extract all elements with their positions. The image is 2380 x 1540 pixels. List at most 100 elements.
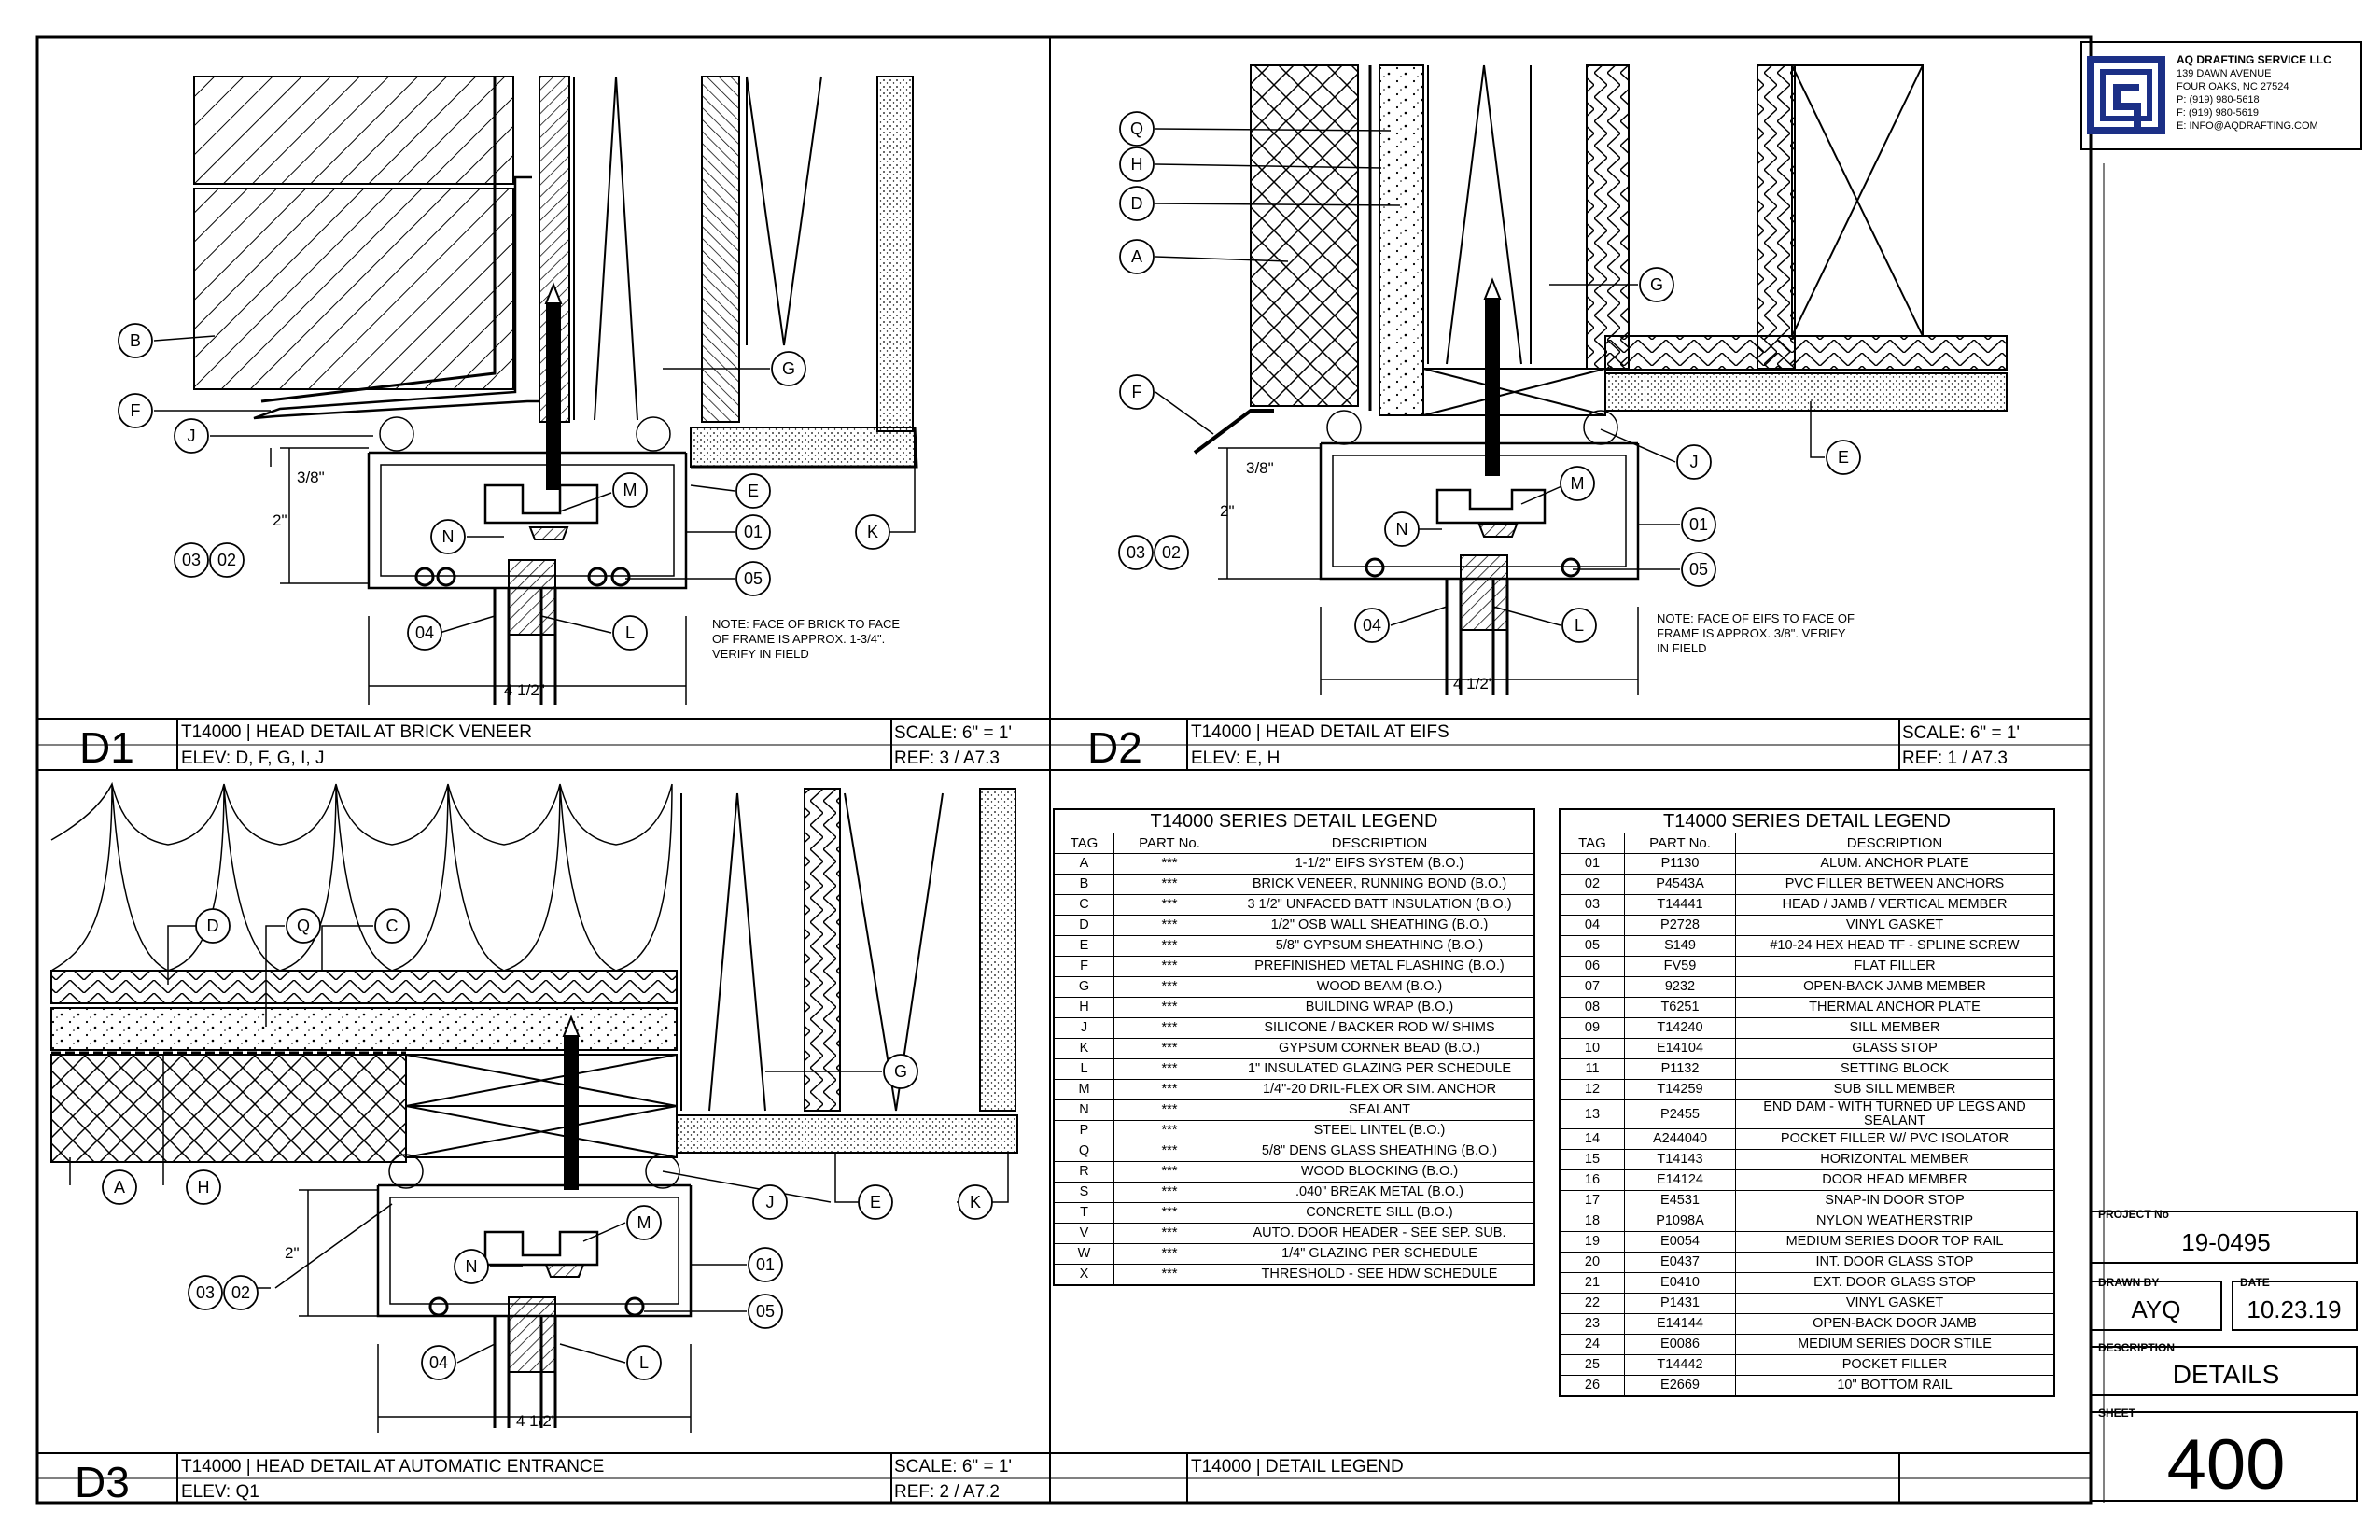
svg-text:M: M (623, 481, 637, 499)
legend-cell-tag: 15 (1560, 1149, 1625, 1171)
d3-osb-herring (50, 970, 678, 1004)
legend-cell-tag: J (1054, 1017, 1114, 1039)
svg-text:H: H (198, 1178, 210, 1197)
legend-cell-tag: 17 (1560, 1190, 1625, 1212)
legend-cell-desc: AUTO. DOOR HEADER - SEE SEP. SUB. (1225, 1223, 1534, 1244)
legend-cell-part: *** (1113, 956, 1225, 977)
legend-cell-tag: 22 (1560, 1293, 1625, 1315)
svg-text:05: 05 (744, 569, 763, 588)
d1-flashing (253, 175, 539, 420)
legend-cell-desc: VINYL GASKET (1735, 915, 2054, 936)
legend-cell-desc: 1/2" OSB WALL SHEATHING (B.O.) (1225, 915, 1534, 936)
detail-id-d3: D3 (75, 1458, 130, 1506)
legend-cell-desc: THRESHOLD - SEE HDW SCHEDULE (1225, 1264, 1534, 1285)
legend-right-header-tag: TAG (1560, 833, 1625, 854)
d2-dim-lines (1218, 447, 1639, 695)
legend-row: B***BRICK VENEER, RUNNING BOND (B.O.) (1054, 874, 1534, 895)
d3-wood-beam-g (680, 792, 766, 1112)
detail-title-d2: T14000 | HEAD DETAIL AT EIFS (1191, 722, 1449, 742)
legend-cell-tag: 05 (1560, 935, 1625, 957)
legend-cell-desc: MEDIUM SERIES DOOR TOP RAIL (1735, 1231, 2054, 1253)
legend-cell-tag: 04 (1560, 915, 1625, 936)
d1-corner-bead (691, 427, 918, 469)
legend-right-header-part: PART No. (1624, 833, 1736, 854)
legend-cell-part: E0086 (1624, 1334, 1736, 1356)
legend-cell-tag: 12 (1560, 1079, 1625, 1100)
legend-cell-desc: THERMAL ANCHOR PLATE (1735, 997, 2054, 1018)
d1-dim-lines (270, 447, 687, 705)
legend-cell-tag: S (1054, 1182, 1114, 1203)
legend-cell-desc: GYPSUM CORNER BEAD (B.O.) (1225, 1038, 1534, 1059)
svg-text:01: 01 (1689, 515, 1708, 534)
legend-cell-desc: WOOD BEAM (B.O.) (1225, 976, 1534, 998)
legend-cell-desc: POCKET FILLER (1735, 1354, 2054, 1377)
svg-text:G: G (894, 1062, 907, 1081)
svg-text:A: A (114, 1178, 125, 1197)
tag-q-d3: Q (286, 908, 321, 944)
legend-left-header-part: PART No. (1113, 833, 1225, 854)
legend-cell-part: *** (1113, 1243, 1225, 1265)
legend-row: A***1-1/2" EIFS SYSTEM (B.O.) (1054, 853, 1534, 875)
tag-02-d1: 02 (209, 542, 245, 578)
d3-leaders (69, 925, 1009, 1364)
tag-e-d3: E (858, 1184, 893, 1220)
legend-cell-part: T6251 (1624, 997, 1736, 1018)
d3-gasket-right (624, 1296, 645, 1317)
legend-cell-part: *** (1113, 935, 1225, 957)
legend-row: E***5/8" GYPSUM SHEATHING (B.O.) (1054, 935, 1534, 957)
tag-a-d2: A (1119, 239, 1155, 274)
detail-elev-d2: ELEV: E, H (1191, 749, 1280, 768)
legend-cell-part: T14240 (1624, 1017, 1736, 1039)
title-strip-d2 (1050, 718, 2091, 770)
d1-dim-b: 2" (273, 511, 287, 529)
legend-cell-part: *** (1113, 1038, 1225, 1059)
legend-cell-part: S149 (1624, 935, 1736, 957)
legend-cell-tag: 06 (1560, 956, 1625, 977)
legend-row: X***THRESHOLD - SEE HDW SCHEDULE (1054, 1264, 1534, 1285)
legend-cell-tag: 11 (1560, 1058, 1625, 1080)
legend-cell-tag: 10 (1560, 1038, 1625, 1059)
tag-j-d3: J (752, 1184, 788, 1220)
d1-backer-rod-right (636, 416, 671, 452)
d2-flashing (1193, 409, 1274, 455)
legend-left-title: T14000 SERIES DETAIL LEGEND (1054, 809, 1534, 833)
legend-cell-tag: W (1054, 1243, 1114, 1265)
svg-text:D: D (1131, 194, 1143, 213)
legend-cell-part: FV59 (1624, 956, 1736, 977)
tag-04-d3: 04 (421, 1345, 456, 1380)
d1-frame-inner (380, 464, 675, 577)
title-block: AQ DRAFTING SERVICE LLC 139 DAWN AVENUE … (2080, 41, 2362, 1505)
company-address1: 139 DAWN AVENUE (2177, 68, 2271, 79)
company-fax: F: (919) 980-5619 (2177, 107, 2259, 119)
legend-cell-desc: SILICONE / BACKER ROD W/ SHIMS (1225, 1017, 1534, 1039)
legend-cell-part: P4543A (1624, 874, 1736, 895)
tag-k-d3: K (958, 1184, 993, 1220)
title-strip-legend (1050, 1452, 2091, 1503)
legend-row: N***SEALANT (1054, 1099, 1534, 1121)
legend-cell-desc: HORIZONTAL MEMBER (1735, 1149, 2054, 1171)
svg-text:03: 03 (182, 551, 201, 569)
description-box (2090, 1346, 2358, 1396)
detail-id-d2: D2 (1087, 723, 1142, 772)
d1-wood-beam-g (573, 76, 638, 421)
legend-cell-part: *** (1113, 1017, 1225, 1039)
svg-text:01: 01 (756, 1255, 775, 1274)
legend-cell-desc: #10-24 HEX HEAD TF - SPLINE SCREW (1735, 935, 2054, 957)
company-logo (2087, 56, 2165, 134)
tag-f-d1: F (118, 393, 153, 428)
svg-text:D: D (207, 917, 219, 935)
legend-cell-tag: 20 (1560, 1252, 1625, 1274)
legend-cell-tag: N (1054, 1099, 1114, 1121)
company-address2: FOUR OAKS, NC 27524 (2177, 81, 2289, 92)
d1-brick-upper (193, 76, 514, 185)
legend-cell-part: E14144 (1624, 1313, 1736, 1336)
legend-cell-tag: T (1054, 1202, 1114, 1224)
legend-cell-part: P2728 (1624, 915, 1736, 936)
legend-row: W***1/4" GLAZING PER SCHEDULE (1054, 1243, 1534, 1265)
tag-n-d1: N (430, 519, 466, 554)
legend-cell-desc: .040" BREAK METAL (B.O.) (1225, 1182, 1534, 1203)
